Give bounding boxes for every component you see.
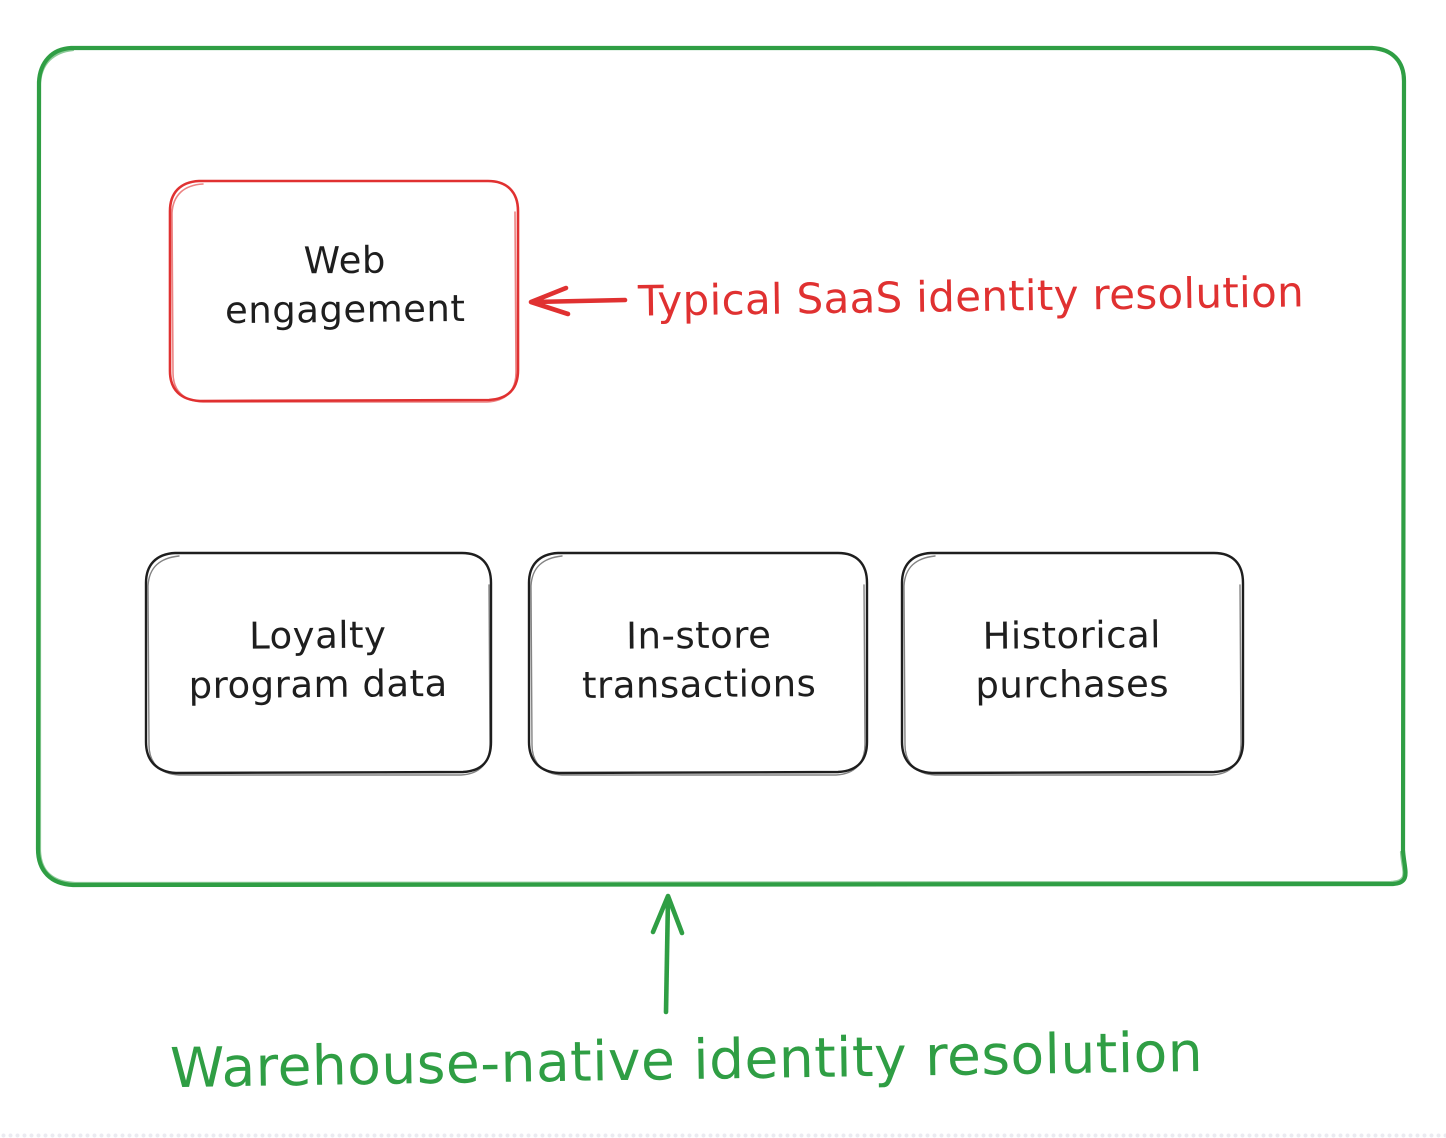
bottom-edge-texture <box>0 1132 1446 1138</box>
node-loyalty-program-data[interactable] <box>144 551 493 776</box>
node-label-historical-purchases: Historical purchases <box>975 613 1170 707</box>
node-label-web-engagement: Web engagement <box>224 238 466 332</box>
node-historical-purchases[interactable] <box>900 551 1245 776</box>
node-label-in-store-transactions: In-store transactions <box>581 613 817 707</box>
annotation-typical-saas-identity-resolution: Typical SaaS identity resolution <box>637 267 1305 326</box>
arrow-left-icon <box>528 285 628 317</box>
data-warehouse-container[interactable] <box>35 45 1408 888</box>
node-web-engagement[interactable] <box>168 179 520 403</box>
annotation-warehouse-native-identity-resolution: Warehouse-native identity resolution <box>169 1019 1204 1101</box>
arrow-up-icon <box>650 893 685 1015</box>
node-label-loyalty-program-data: Loyalty program data <box>188 613 448 707</box>
node-in-store-transactions[interactable] <box>527 551 869 776</box>
